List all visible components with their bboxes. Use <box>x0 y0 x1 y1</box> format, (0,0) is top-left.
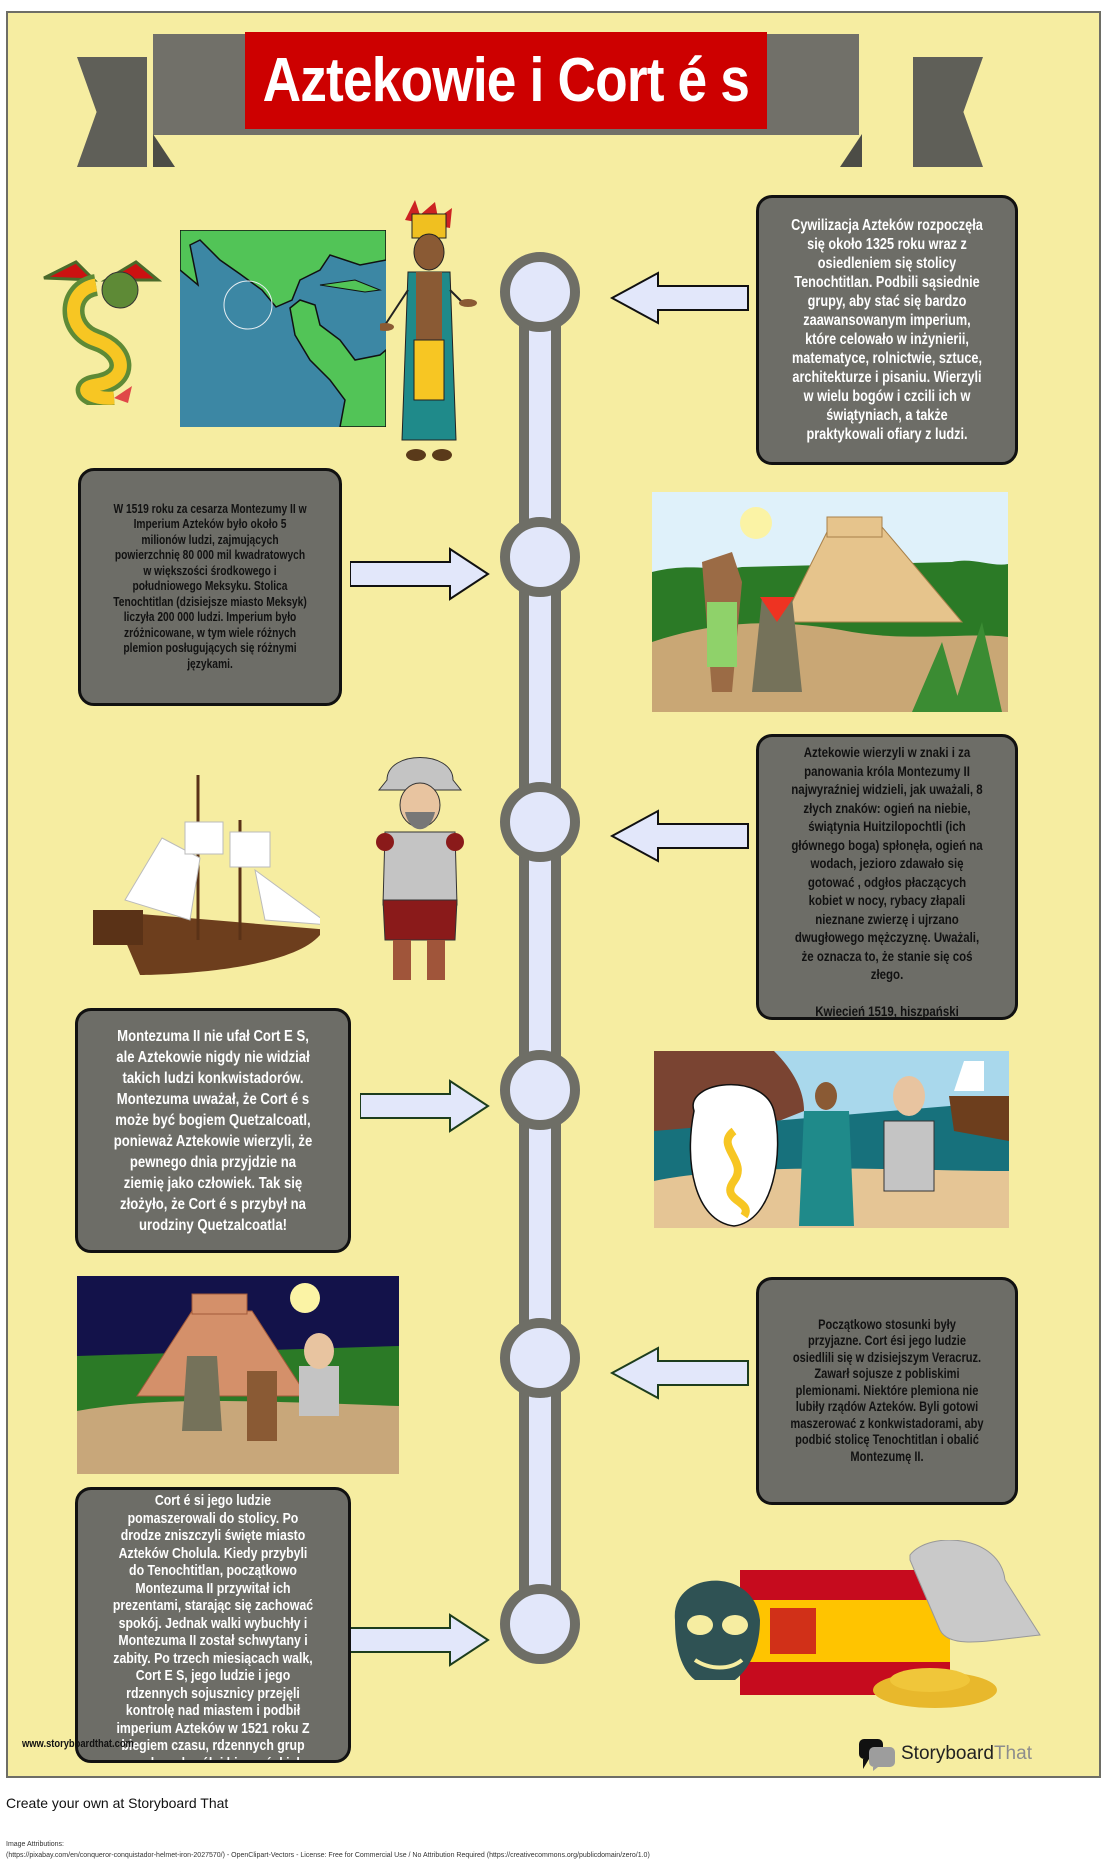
speech-bubbles-icon <box>859 1739 895 1771</box>
logo-text-that: That <box>993 1743 1032 1764</box>
timeline-rail <box>519 270 561 1630</box>
arrow-right-icon <box>360 1079 490 1133</box>
event-6-text-box: Cort é si jego ludzie pomaszerowali do s… <box>75 1487 351 1763</box>
aztec-couple-at-pyramid-scene <box>652 492 1008 712</box>
timeline-node-5 <box>500 1318 580 1398</box>
aztec-emperor <box>380 200 477 461</box>
logo-text-storyboard: Storyboard <box>901 1743 994 1764</box>
image-attributions-heading: Image Attributions: <box>6 1841 64 1848</box>
image-attributions-body: (https://pixabay.com/en/conqueror-conqui… <box>6 1852 650 1859</box>
arrow-left-icon <box>610 809 749 863</box>
event-4-text-box: Montezuma II nie ufał Cort E S, ale Azte… <box>75 1008 351 1253</box>
timeline-node-2 <box>500 517 580 597</box>
timeline-node-4 <box>500 1050 580 1130</box>
event-1-text: Cywilizacja Azteków rozpoczęła się około… <box>791 217 983 443</box>
event-2-text-box: W 1519 roku za cesarza Montezumy II w Im… <box>78 468 342 706</box>
arrow-left-icon <box>610 1346 749 1400</box>
event-3-text-box: Aztekowie wierzyli w znaki i za panowani… <box>756 734 1018 1020</box>
storyboardthat-url[interactable]: www.storyboardthat.com <box>22 1738 134 1750</box>
arrow-right-icon <box>350 547 490 601</box>
page-title: Aztekowie i Cort é s <box>262 46 750 115</box>
title-plate: Aztekowie i Cort é s <box>245 32 767 129</box>
create-your-own-link[interactable]: Create your own at Storyboard That <box>6 1795 229 1811</box>
event-4-text: Montezuma II nie ufał Cort E S, ale Azte… <box>113 1027 313 1234</box>
arrow-right-icon <box>350 1613 490 1667</box>
event-1-text-box: Cywilizacja Azteków rozpoczęła się około… <box>756 195 1018 465</box>
skull-flag-helmet-gold-icon <box>674 1540 1041 1708</box>
arrow-left-icon <box>610 271 749 325</box>
night-pyramid-scene <box>77 1276 399 1474</box>
event-3-text: Aztekowie wierzyli w znaki i za panowani… <box>791 744 983 1019</box>
timeline-node-6 <box>500 1584 580 1664</box>
event-5-text: Początkowo stosunki były przyjazne. Cort… <box>790 1316 984 1464</box>
event-2-text: W 1519 roku za cesarza Montezumy II w Im… <box>113 501 307 671</box>
conquistador-figure <box>376 757 464 980</box>
beach-meeting-scene <box>654 1051 1009 1228</box>
quetzalcoatl-dragon-icon <box>43 260 162 405</box>
event-6-text: Cort é si jego ludzie pomaszerowali do s… <box>112 1492 314 1763</box>
timeline-node-1 <box>500 252 580 332</box>
event-5-text-box: Początkowo stosunki były przyjazne. Cort… <box>756 1277 1018 1505</box>
map-of-mexico <box>180 230 386 427</box>
timeline-node-3 <box>500 782 580 862</box>
spanish-galleon-icon <box>93 775 320 975</box>
